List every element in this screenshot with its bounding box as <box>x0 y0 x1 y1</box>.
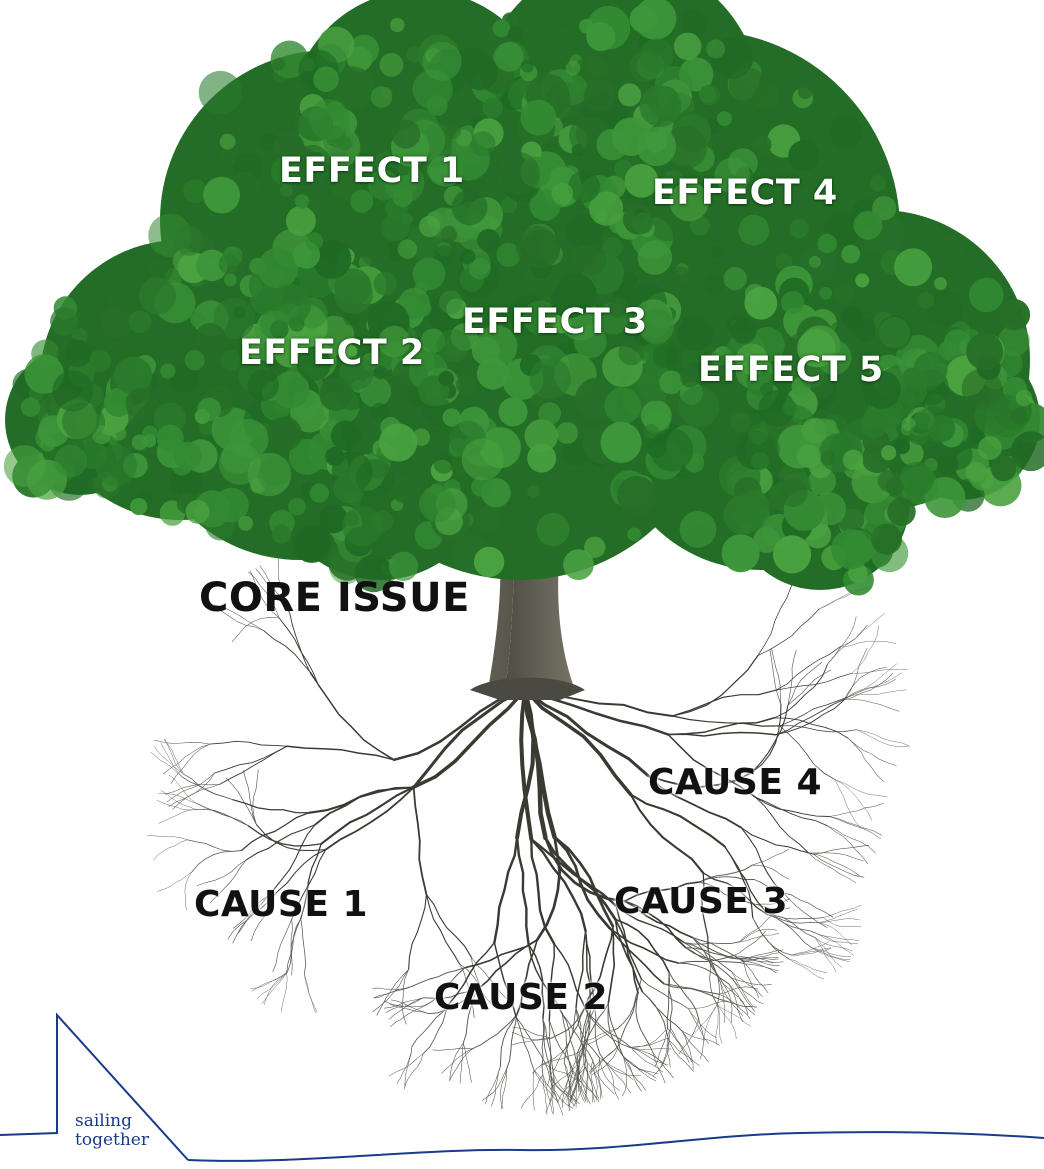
logo-text-line2: together <box>75 1130 149 1150</box>
cause-3-label: CAUSE 3 <box>614 881 789 922</box>
sailing-together-logo <box>0 1012 1044 1162</box>
logo-text-line1: sailing <box>75 1111 133 1131</box>
canopy <box>3 0 1044 596</box>
cause-4-label: CAUSE 4 <box>648 762 823 803</box>
roots <box>147 530 911 1116</box>
effect-1-label: EFFECT 1 <box>279 151 465 191</box>
cause-2-label: CAUSE 2 <box>434 977 609 1018</box>
cause-1-label: CAUSE 1 <box>194 884 369 925</box>
effect-4-label: EFFECT 4 <box>652 173 838 213</box>
core-issue-label: CORE ISSUE <box>199 575 470 621</box>
effect-5-label: EFFECT 5 <box>698 350 884 390</box>
effect-3-label: EFFECT 3 <box>462 302 648 342</box>
effect-2-label: EFFECT 2 <box>239 333 425 373</box>
